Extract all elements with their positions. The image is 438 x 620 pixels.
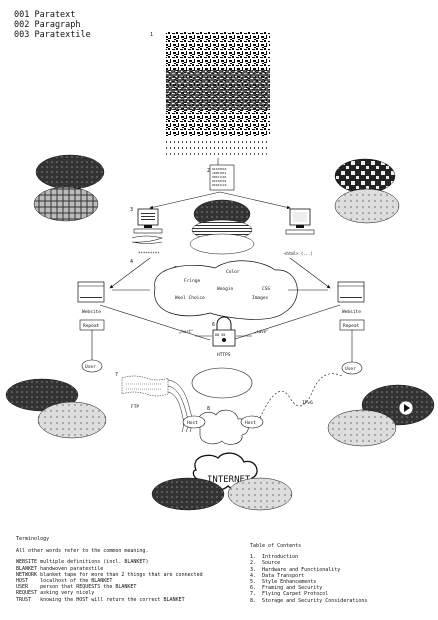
step-number-8: 8 <box>207 406 210 412</box>
step-number-7: 7 <box>115 372 118 378</box>
cloud-word-fringe: Fringe <box>184 278 201 284</box>
website-right-icon <box>337 281 365 303</box>
host-right-label: Host <box>245 420 256 426</box>
term-row: HOST localhost of the BLANKET <box>16 578 113 585</box>
https-label: HTTPS <box>217 352 231 358</box>
term-row: BLANKET handwoven paratextile <box>16 565 104 572</box>
toc-item[interactable]: 5. Style Enhancements <box>250 579 317 586</box>
svg-text:00011101: 00011101 <box>212 175 227 179</box>
terminology-section: Terminology All other words refer to the… <box>16 536 226 603</box>
center-fabric-ellipses <box>189 199 255 255</box>
ftp-label: FTP <box>131 404 139 410</box>
header-line-2: 002 Paragraph <box>14 20 81 30</box>
toc-item[interactable]: 8. Storage and Security Considerations <box>250 597 368 604</box>
header-line-1: 001 Paratext <box>14 10 76 20</box>
internet-label: INTERNET <box>207 475 251 485</box>
cloud-word-color: Color <box>226 269 240 275</box>
term-row: WEBSITE multiple definitions (incl. BLAN… <box>16 559 149 566</box>
right-caption: <html> (...) <box>284 251 313 256</box>
photo-right-lower <box>327 384 435 447</box>
repeat-right-label: Repeat <box>343 323 360 329</box>
flying-carpet-icon <box>121 375 169 397</box>
style-cloud <box>154 260 298 320</box>
binary-document <box>209 164 235 191</box>
step-number-1: 1 <box>150 32 153 38</box>
host-right-node <box>240 415 264 429</box>
computer-right-icon <box>285 208 315 235</box>
step-number-4: 4 <box>130 259 133 265</box>
transport-ellipse <box>191 367 253 399</box>
photo-bottom <box>151 477 293 511</box>
toc-item[interactable]: 7. Flying Carpet Protocol <box>250 591 329 598</box>
toc-item[interactable]: 2. Source <box>250 560 281 567</box>
fringe-rows <box>166 141 270 155</box>
ipv6-arc <box>259 373 343 419</box>
photo-left-upper <box>33 154 105 222</box>
protocol-diagram: 1 2 01010010 10001011 00011101 01010101 … <box>5 32 435 511</box>
term-row: USER person that REQUESTS the BLANKET <box>16 584 137 591</box>
lock-numbers: 80 85 <box>215 333 226 337</box>
repeat-left-label: Repeat <box>83 323 100 329</box>
toc-item[interactable]: 1. Introduction <box>250 554 299 561</box>
network-cloud <box>198 409 249 445</box>
header-line-3: 003 Paratextile <box>14 30 91 40</box>
website-left-icon <box>77 281 105 303</box>
cloud-word-woogin: Woogin <box>217 286 234 292</box>
toc-item[interactable]: 6. Framing and Security <box>250 585 323 592</box>
user-left-node <box>81 359 103 373</box>
host-request-label: „host" <box>179 329 193 334</box>
svg-text:01010101: 01010101 <box>212 179 227 183</box>
computer-left-icon <box>131 208 164 244</box>
terminology-title: Terminology <box>16 536 50 542</box>
cloud-word-css: CSS <box>262 286 270 292</box>
host-left-label: Host <box>187 420 198 426</box>
user-right-node <box>341 361 363 375</box>
toc-item[interactable]: 4. Data Transport <box>250 572 305 579</box>
term-row: TRUST knowing the HOST will return the c… <box>16 596 185 603</box>
svg-text:00101110: 00101110 <box>212 183 227 187</box>
svg-text:10001011: 10001011 <box>212 171 227 175</box>
photo-right-upper <box>334 158 400 224</box>
cloud-word-wool-choice: Wool Choice <box>175 295 205 301</box>
toc-title: Table of Contents <box>250 543 302 549</box>
step-number-6: 6 <box>212 322 215 328</box>
toc-item[interactable]: 3. Hardware and Functionality <box>250 566 341 573</box>
svg-text:01010010: 01010010 <box>212 167 227 171</box>
website-right-label: Website <box>342 309 361 315</box>
terminology-note: All other words refer to the common mean… <box>16 548 149 555</box>
ipv6-label: IPv6 <box>302 400 313 406</box>
left-caption: ********* <box>138 251 160 256</box>
step-number-3: 3 <box>130 207 133 213</box>
photo-left-lower <box>5 378 107 439</box>
cloud-word-images: Images <box>252 295 269 301</box>
save-label: „save" <box>254 329 268 334</box>
term-row: REQUEST asking very nicely <box>16 590 95 597</box>
host-left-node <box>182 415 206 429</box>
step-number-2: 2 <box>207 168 210 174</box>
table-of-contents: Table of Contents 1. Introduction 2. Sou… <box>250 543 420 604</box>
term-row: NETWORK blanket tape for more than 2 thi… <box>16 571 203 578</box>
user-left-label: User <box>85 364 96 370</box>
user-right-label: User <box>345 366 356 372</box>
lock-icon <box>212 316 236 347</box>
website-left-label: Website <box>82 309 101 315</box>
document-header: 001 Paratext 002 Paragraph 003 Paratexti… <box>14 10 91 40</box>
